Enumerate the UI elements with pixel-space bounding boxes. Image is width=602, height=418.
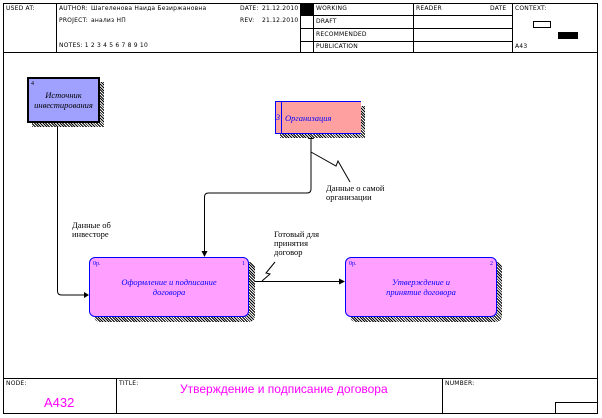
status-publication: PUBLICATION [316, 43, 358, 50]
arrow-label-investor: Данные об инвесторе [72, 220, 111, 239]
rev-label: REV: [240, 17, 255, 24]
notes: NOTES: 1 2 3 4 5 6 7 8 9 10 [59, 42, 148, 49]
arrowhead [339, 278, 345, 285]
arrow-label-contract: Готовый для принятия договор [274, 229, 320, 257]
node-label: NODE: [6, 380, 27, 387]
activity-label: Оформление и подписание договора [121, 277, 217, 297]
activity-box-2[interactable]: 0р. 2 Утверждение и принятие договора [345, 257, 497, 317]
author-value: Шагеленова Наида Безиржановна [91, 5, 207, 12]
arrowhead [84, 292, 89, 298]
author-label: AUTHOR: [59, 5, 88, 12]
rev-value: 21.12.2010 [262, 17, 299, 24]
arrow-investor-data [57, 122, 85, 296]
external-label: Источник инвестирования [34, 90, 93, 110]
squiggle-organization [310, 151, 351, 183]
arrowhead [201, 251, 208, 257]
date-label: DATE: [240, 5, 259, 12]
title-label: TITLE: [119, 380, 139, 387]
external-organization[interactable]: 3 Организация [275, 101, 361, 134]
node-value: A432 [44, 395, 75, 410]
diagram-title: Утверждение и подписание договора [180, 382, 388, 396]
arrow-organization-data [204, 139, 312, 252]
context-node: A43 [515, 43, 528, 50]
status-recommended: RECOMMENDED [316, 31, 367, 38]
activity-label: Утверждение и принятие договора [386, 277, 456, 297]
context-label: CONTEXT: [515, 5, 547, 12]
arrow-label-organization: Данные о самой организации [326, 183, 385, 202]
external-source-investment[interactable]: 4 Источник инвестирования [27, 77, 100, 123]
reader-label: READER [416, 5, 442, 12]
external-label: Организация [285, 112, 332, 123]
status-draft: DRAFT [316, 18, 337, 25]
squiggle-contract [261, 261, 276, 282]
project-label: PROJECT: [59, 17, 88, 24]
used-at-label: USED AT: [6, 5, 35, 12]
status-working: WORKING [316, 5, 348, 12]
reader-date-label: DATE [490, 5, 507, 12]
project-value: анализ НП [91, 17, 126, 24]
number-label: NUMBER: [445, 380, 475, 387]
activity-box-1[interactable]: 0р. 1 Оформление и подписание договора [89, 257, 249, 317]
date-value: 21.12.2010 [262, 5, 299, 12]
